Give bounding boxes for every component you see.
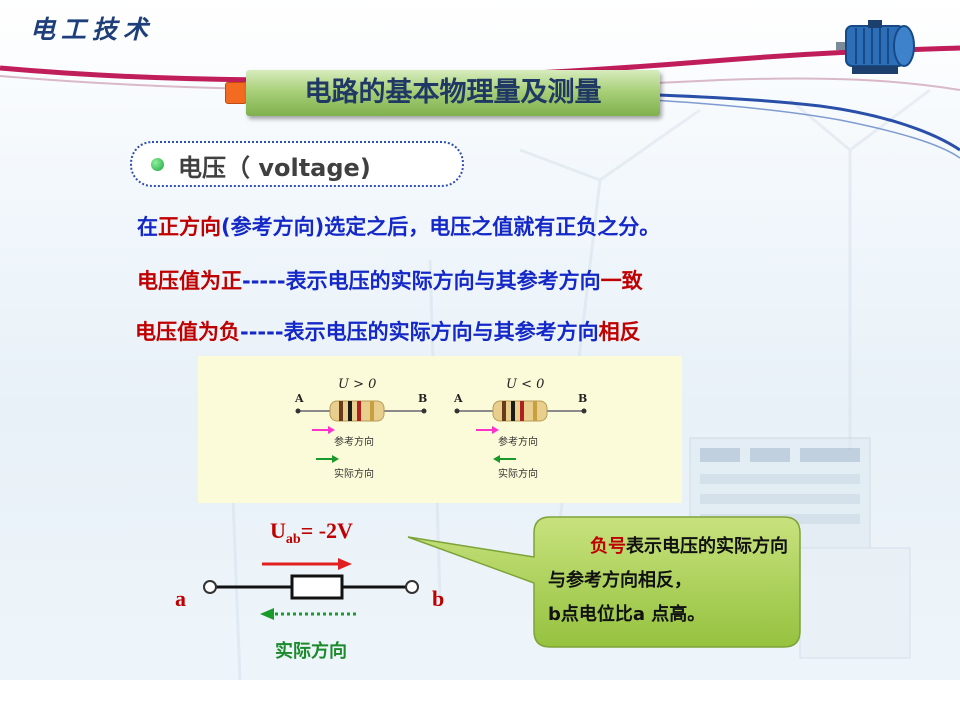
actual-direction-label: 实际方向 (275, 640, 347, 662)
right-node-a: A (453, 392, 463, 405)
callout-highlight: 负号 (590, 536, 626, 557)
text-segment: (参考方向)选定之后，电压之值就有正负之分。 (221, 215, 661, 239)
text-segment-highlight: 电压值为正 (137, 269, 242, 293)
text-segment: 在 (137, 215, 158, 239)
left-ref-label: 参考方向 (334, 435, 374, 448)
left-actual-label: 实际方向 (334, 467, 374, 480)
topic-pill: 电压（ voltage) (130, 141, 464, 187)
green-bullet-icon (151, 158, 164, 171)
voltage-label: Uab= -2V (270, 518, 353, 547)
right-actual-label: 实际方向 (498, 467, 538, 480)
left-diagram: U > 0 A B 参考方向 实际方向 (294, 377, 427, 480)
resistor (290, 574, 344, 600)
bottom-strip (0, 680, 960, 720)
circuit-diagram: Uab= -2V a b 实际方向 (175, 518, 444, 662)
node-b-label: b (432, 586, 444, 611)
right-ref-label: 参考方向 (498, 435, 538, 448)
terminal-a (203, 580, 217, 594)
resistor-figure-svg: U > 0 A B 参考方向 实际方向 U (294, 377, 587, 480)
right-diagram: U < 0 A B 参考方向 实际方向 (453, 377, 587, 480)
slide: 电工技术 电路的基本物理量及测量 电压（ voltage) 在正方向(参考方向)… (0, 0, 960, 680)
topic-label: 电压（ voltage) (178, 154, 371, 182)
right-node-b: B (578, 392, 587, 405)
left-node-b: B (418, 392, 427, 405)
left-condition: U > 0 (338, 377, 376, 392)
section-title-bar: 电路的基本物理量及测量 (246, 70, 660, 116)
callout-text: 负号表示电压的实际方向与参考方向相反， b点电位比a 点高。 (548, 530, 798, 632)
text-line-1: 在正方向(参考方向)选定之后，电压之值就有正负之分。 (137, 211, 660, 241)
text-line-3: 电压值为负-----表示电压的实际方向与其参考方向相反 (135, 316, 641, 346)
resistor-figure: U > 0 A B 参考方向 实际方向 U (198, 356, 682, 503)
callout-body: 表示电压的实际方向与参考方向相反， (548, 536, 788, 591)
text-line-2: 电压值为正-----表示电压的实际方向与其参考方向一致 (137, 265, 643, 295)
callout-line-3: b点电位比a 点高。 (548, 604, 706, 625)
terminal-b (405, 580, 419, 594)
callout-bubble (407, 516, 801, 648)
text-segment: -----表示电压的实际方向与其参考方向 (240, 320, 599, 344)
app-title: 电工技术 (30, 15, 155, 44)
voltage-main: U (270, 518, 286, 543)
motor-icon (836, 20, 915, 74)
section-title: 电路的基本物理量及测量 (304, 77, 602, 108)
text-segment-highlight: 电压值为负 (135, 320, 240, 344)
text-segment-highlight: 相反 (598, 320, 641, 344)
text-segment-highlight: 正方向 (158, 215, 221, 239)
text-segment-highlight: 一致 (600, 269, 643, 293)
node-a-label: a (175, 586, 186, 611)
title-bullet-square (225, 82, 247, 104)
voltage-sub: ab (286, 532, 301, 547)
left-node-a: A (294, 392, 304, 405)
text-segment: -----表示电压的实际方向与其参考方向 (242, 269, 601, 293)
right-condition: U < 0 (506, 377, 544, 392)
voltage-value: = -2V (301, 518, 353, 543)
